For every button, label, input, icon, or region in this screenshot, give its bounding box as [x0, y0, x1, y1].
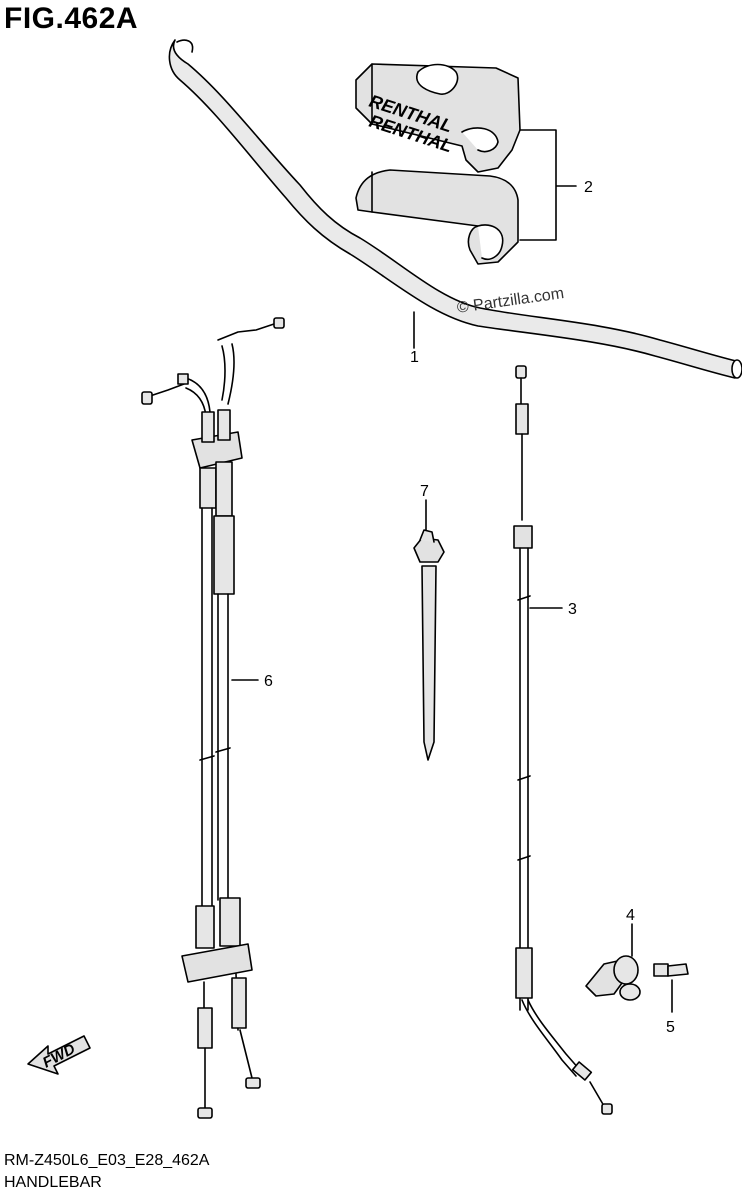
handlebar-part[interactable]: [168, 39, 742, 379]
bolt-part[interactable]: [653, 963, 689, 1013]
callout-6[interactable]: 6: [264, 673, 273, 690]
cable-tie-part[interactable]: [413, 499, 445, 761]
figure-title: FIG.462A: [4, 2, 139, 35]
callout-1[interactable]: 1: [410, 349, 419, 366]
handlebar-pad-part[interactable]: RENTHAL RENTHAL: [355, 63, 521, 265]
callout-5[interactable]: 5: [666, 1019, 675, 1036]
section-name: HANDLEBAR: [4, 1174, 102, 1191]
clutch-cable-part[interactable]: [513, 365, 613, 1115]
callout-4[interactable]: 4: [626, 907, 635, 924]
fwd-label: FWD: [40, 1040, 78, 1071]
cable-guide-clamp-part[interactable]: [585, 923, 641, 1001]
callout-7[interactable]: 7: [420, 483, 429, 500]
model-code: RM-Z450L6_E03_E28_462A: [4, 1152, 210, 1169]
callout-3[interactable]: 3: [568, 601, 577, 618]
throttle-cable-part[interactable]: [141, 317, 285, 1119]
fwd-arrow-icon: [27, 1035, 91, 1075]
callout-2[interactable]: 2: [584, 179, 593, 196]
